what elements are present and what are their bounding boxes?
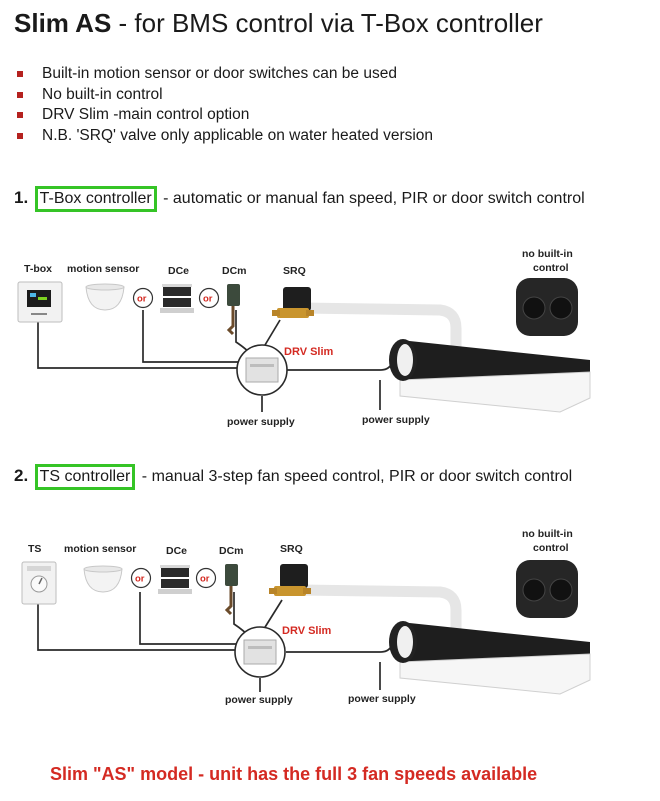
srq-valve-icon	[272, 287, 314, 318]
section1-description: - automatic or manual fan speed, PIR or …	[158, 190, 585, 207]
label-control: control	[533, 542, 569, 554]
wire-sensor	[142, 310, 242, 363]
srq-valve-icon	[269, 564, 311, 596]
title-rest: - for BMS control via T-Box controller	[111, 8, 543, 38]
feature-item: No built-in control	[14, 85, 433, 106]
dcm-switch-icon	[224, 564, 238, 616]
feature-item: N.B. 'SRQ' valve only applicable on wate…	[14, 126, 433, 147]
wire-sensor	[139, 592, 242, 645]
label-dce: DCe	[166, 545, 187, 557]
section1-heading: 1. T-Box controller - automatic or manua…	[14, 186, 585, 212]
label-power-supply-drv: power supply	[227, 416, 295, 428]
label-drv-slim: DRV Slim	[284, 346, 334, 358]
no-control-panel-icon	[516, 278, 578, 336]
section2-controller-highlight: TS controller	[34, 464, 136, 490]
ts-controller-icon	[21, 561, 57, 605]
label-dce: DCe	[168, 265, 189, 277]
label-power-supply-unit: power supply	[362, 414, 430, 426]
label-motion-sensor: motion sensor	[64, 543, 136, 555]
no-control-panel-icon	[516, 560, 578, 618]
footer-note: Slim "AS" model - unit has the full 3 fa…	[50, 764, 538, 784]
label-no-builtin: no built-in	[522, 248, 573, 260]
section2-number: 2.	[14, 466, 29, 485]
drv-slim-hub	[236, 344, 288, 396]
page-title: Slim AS - for BMS control via T-Box cont…	[14, 8, 543, 39]
section1-number: 1.	[14, 188, 29, 207]
drv-slim-hub	[234, 626, 286, 678]
water-pipe	[294, 584, 462, 638]
motion-sensor-icon	[83, 565, 123, 593]
or-badge: or	[132, 287, 154, 309]
water-pipe	[294, 302, 462, 356]
or-badge: or	[195, 567, 217, 589]
label-tbox: T-box	[24, 263, 52, 275]
svg-text:or: or	[203, 294, 213, 305]
label-ts: TS	[28, 543, 41, 555]
wire-controller	[37, 322, 240, 369]
or-badge: or	[130, 567, 152, 589]
title-model: Slim AS	[14, 8, 112, 38]
feature-list: Built-in motion sensor or door switches …	[14, 64, 433, 146]
label-drv-slim: DRV Slim	[282, 625, 332, 637]
label-no-builtin: no built-in	[522, 528, 573, 540]
dcm-switch-icon	[226, 284, 240, 336]
label-motion-sensor: motion sensor	[67, 263, 139, 275]
label-dcm: DCm	[219, 545, 244, 557]
label-control: control	[533, 262, 569, 274]
svg-text:or: or	[200, 574, 210, 585]
wire-unit	[286, 643, 393, 653]
wire-controller	[37, 604, 240, 651]
or-badge: or	[198, 287, 220, 309]
section2-description: - manual 3-step fan speed control, PIR o…	[137, 468, 573, 485]
label-power-supply-drv: power supply	[225, 694, 293, 706]
feature-item: Built-in motion sensor or door switches …	[14, 64, 433, 85]
motion-sensor-icon	[85, 283, 125, 311]
svg-text:or: or	[137, 294, 147, 305]
svg-text:or: or	[135, 574, 145, 585]
label-srq: SRQ	[283, 265, 306, 277]
section2-heading: 2. TS controller - manual 3-step fan spe…	[14, 464, 572, 490]
section1-controller-highlight: T-Box controller	[34, 186, 157, 212]
air-curtain-unit	[389, 339, 591, 413]
dce-door-switch-icon	[158, 565, 192, 594]
wire-srq	[261, 599, 283, 633]
air-curtain-unit	[389, 621, 591, 695]
label-srq: SRQ	[280, 543, 303, 555]
wiring-diagram-ts: TS motion sensor DCe DCm SRQ no built-in…	[21, 528, 591, 706]
dce-door-switch-icon	[160, 284, 194, 313]
label-dcm: DCm	[222, 265, 247, 277]
tbox-controller-icon	[17, 281, 63, 323]
label-power-supply-unit: power supply	[348, 693, 416, 705]
wire-unit	[286, 361, 393, 371]
wiring-diagram-tbox: T-box motion sensor DCe DCm SRQ no built…	[17, 248, 591, 428]
feature-item: DRV Slim -main control option	[14, 105, 433, 126]
